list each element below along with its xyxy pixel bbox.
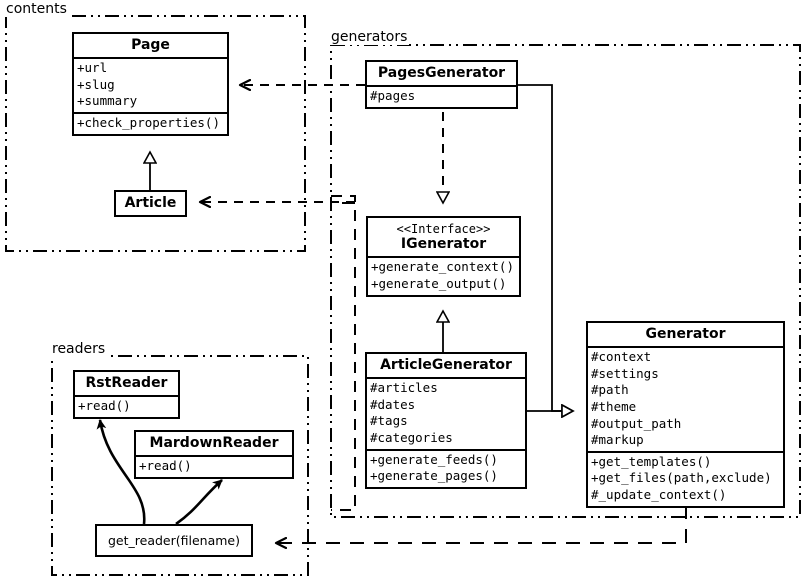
class-name-text: IGenerator [400,236,487,253]
class-member: #theme [591,398,637,414]
class-methods-article-generator: +generate_feeds() +generate_pages() [367,448,525,487]
package-label-readers: readers [50,341,108,357]
class-box-mardown-reader[interactable]: MardownReader +read() [134,430,294,479]
class-member: +get_files(path,exclude) [591,470,772,486]
class-member: #_update_context() [591,487,727,503]
class-member: #context [591,349,652,365]
class-box-generator[interactable]: Generator #context #settings #path #them… [586,321,785,508]
rel-generator-uses-get-reader [276,505,687,543]
class-name-article: Article [124,195,177,211]
class-member: +summary [77,93,138,109]
class-member: #settings [591,365,659,381]
class-member: #articles [370,380,438,396]
class-stereotype-igenerator: <<Interface>> [396,222,491,236]
class-box-rst-reader[interactable]: RstReader +read() [73,370,180,419]
class-member: #markup [591,432,644,448]
class-name-rst-reader: RstReader [85,375,168,391]
class-name-page: Page [131,37,170,53]
class-box-article-generator[interactable]: ArticleGenerator #articles #dates #tags … [365,352,527,489]
class-attributes-generator: #context #settings #path #theme #output_… [588,346,783,451]
class-box-article[interactable]: Article [114,190,187,218]
package-label-generators: generators [329,29,410,45]
class-attributes-pages-generator: #pages [367,85,516,107]
class-box-page[interactable]: Page +url +slug +summary +check_properti… [72,32,229,136]
class-member: +check_properties() [77,114,220,130]
class-member: #output_path [591,415,682,431]
package-label-contents: contents [4,1,69,17]
class-member: +read() [139,458,192,474]
class-name-generator: Generator [645,326,726,342]
class-member: +generate_feeds() [370,451,498,467]
class-methods-page: +check_properties() [74,111,227,134]
class-name-pages-generator: PagesGenerator [377,65,506,81]
package-border-readers [51,355,309,576]
inner-dashed-group-border [331,195,356,511]
class-member: #dates [370,396,416,412]
class-methods-mardown-reader: +read() [136,455,292,477]
package-border-generators [330,44,801,518]
class-member: +slug [77,76,115,92]
class-box-pages-generator[interactable]: PagesGenerator #pages [365,60,518,109]
class-methods-igenerator: +generate_context() +generate_output() [368,256,519,294]
class-member: +url [77,60,108,76]
class-attributes-article-generator: #articles #dates #tags #categories [367,377,525,449]
class-attributes-page: +url +slug +summary [74,57,227,112]
class-box-igenerator[interactable]: <<Interface>> IGenerator +generate_conte… [366,216,521,297]
class-name-article-generator: ArticleGenerator [380,357,512,373]
class-member: #categories [370,429,453,445]
class-methods-rst-reader: +read() [75,395,178,417]
class-member: +generate_output() [371,276,507,292]
class-member: #pages [370,88,416,104]
class-member: +get_templates() [591,453,712,469]
class-member: +generate_context() [371,259,514,275]
package-border-contents [5,15,306,252]
class-methods-generator: +get_templates() +get_files(path,exclude… [588,450,783,506]
rel-get-reader-to-mardown-reader [175,479,223,526]
function-box-get-reader[interactable]: get_reader(filename) [95,524,253,557]
rel-get-reader-to-rst-reader [96,419,146,525]
class-member: #tags [370,413,408,429]
class-name-mardown-reader: MardownReader [149,435,279,451]
class-member: +read() [78,398,131,414]
function-name-get-reader: get_reader(filename) [108,533,240,548]
class-member: #path [591,382,629,398]
class-name-igenerator: <<Interface>> IGenerator [368,218,519,256]
class-member: +generate_pages() [370,468,498,484]
